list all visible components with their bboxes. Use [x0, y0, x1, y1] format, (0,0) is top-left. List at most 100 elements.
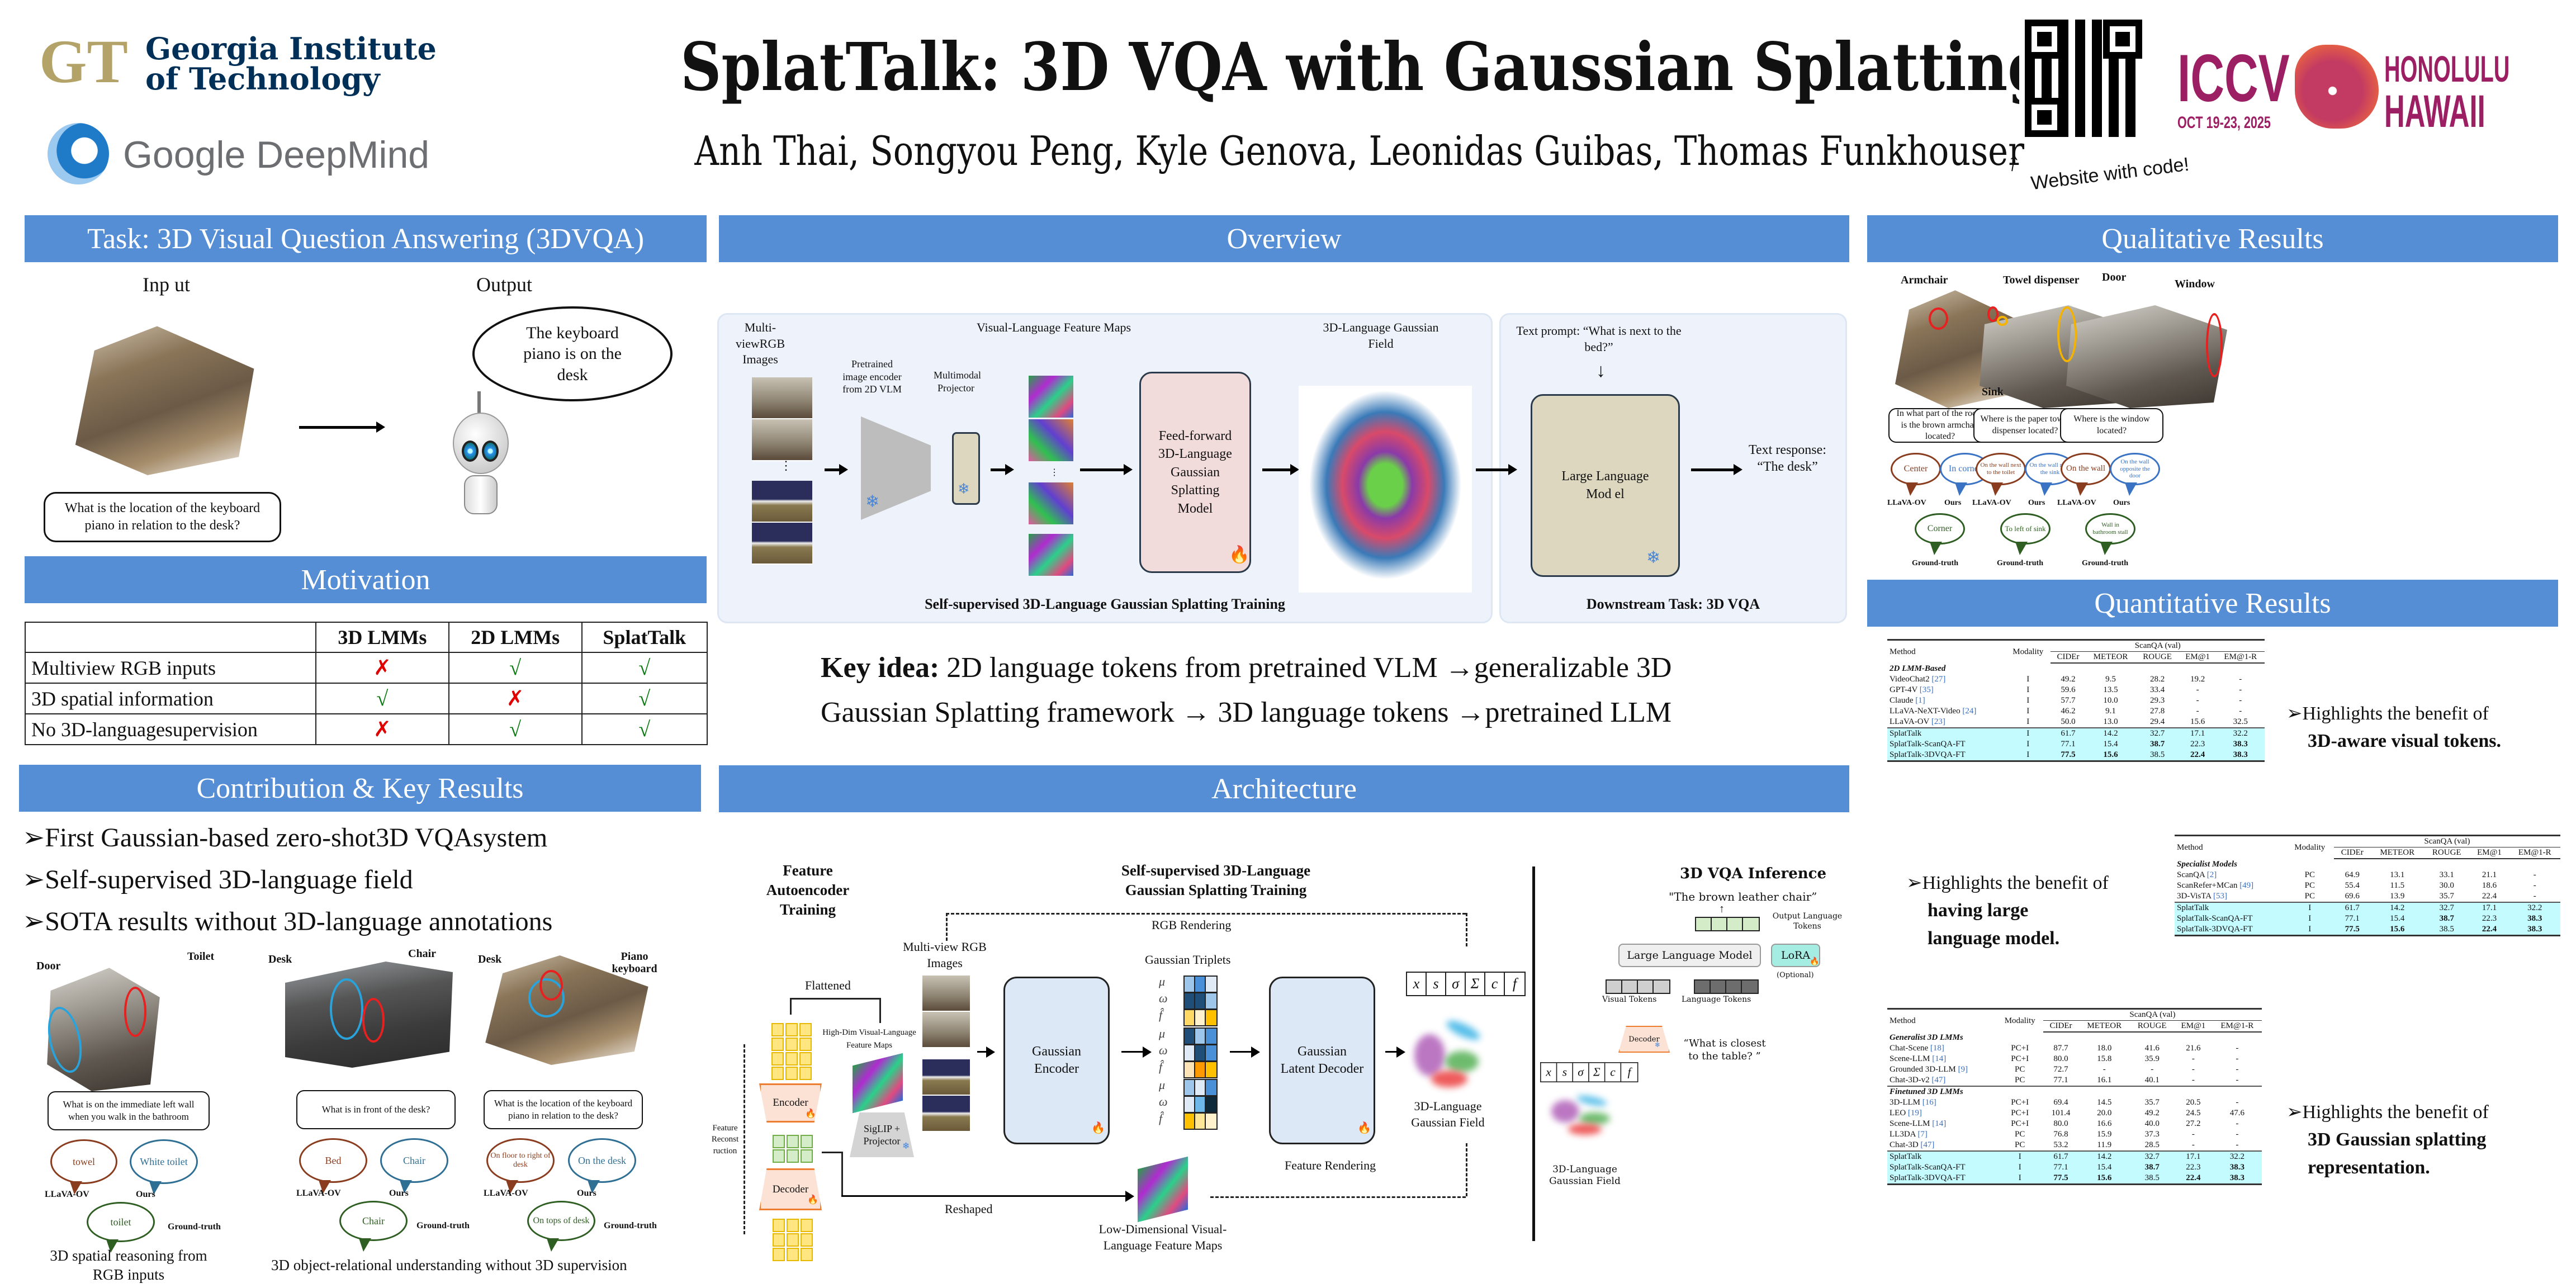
- flame-trainable-icon: 🔥: [807, 1194, 818, 1205]
- arch-feature-rendering: Feature Rendering: [1285, 1158, 1376, 1172]
- flame-trainable-icon: 🔥: [1357, 1121, 1371, 1134]
- ff-model-label: Feed-forward 3D-Language Gaussian Splatt…: [1158, 429, 1232, 516]
- overview-downstream-caption: Downstream Task: 3D VQA: [1586, 596, 1760, 612]
- citation-link[interactable]: [1]: [1915, 696, 1925, 705]
- lora-optional-label: (Optional): [1777, 971, 1814, 979]
- table-group-row: Specialist Models: [2177, 860, 2237, 869]
- col-dataset: ScanQA (val): [2043, 1008, 2262, 1021]
- contribution-bullet: ➢SOTA results without 3D-language annota…: [22, 907, 553, 936]
- vector-symbol: s: [1427, 973, 1446, 995]
- flow-arrow: [1080, 464, 1133, 475]
- contrib-label-desk: Desk: [268, 953, 292, 965]
- latent-token-column: [801, 1135, 813, 1164]
- triplet-cell-row: [1183, 976, 1218, 993]
- section-header-architecture: Architecture: [719, 765, 1849, 812]
- cross-icon: ✗: [315, 652, 449, 684]
- ellipsis-icon: ⋮: [780, 458, 792, 472]
- arch-flattened: Flattened: [805, 978, 851, 992]
- rgb-rendering-dashed-line: [1466, 913, 1467, 946]
- task-output-label: Output: [476, 273, 533, 296]
- citation-link[interactable]: [19]: [1907, 1109, 1922, 1117]
- col-modality: Modality: [2285, 835, 2334, 859]
- multiview-image-4: [752, 523, 812, 565]
- citation-link[interactable]: [24]: [1962, 707, 1977, 716]
- motivation-row: Multiview RGB inputs ✗ √ √: [25, 652, 708, 684]
- contrib-gt-label: Ground-truth: [416, 1221, 470, 1230]
- contrib-llava-bubble: On floor to right of desk: [486, 1138, 555, 1194]
- flow-arrow: [1476, 464, 1517, 475]
- citation-link[interactable]: [16]: [1922, 1098, 1936, 1107]
- citation-link[interactable]: [14]: [1932, 1119, 1947, 1128]
- col-metric: EM@1: [2179, 651, 2217, 664]
- qual-question-2: Where is the paper towel dispenser locat…: [1973, 408, 2077, 443]
- citation-link[interactable]: [14]: [1932, 1054, 1947, 1063]
- citation-link[interactable]: [23]: [1931, 717, 1945, 726]
- ae-decoder-label: Decoder: [772, 1183, 809, 1195]
- contrib-label-chair: Chair: [408, 948, 436, 960]
- visual-tokens-label: Visual Tokens: [1602, 995, 1657, 1004]
- inference-decoder-block: Decoder: [1618, 1026, 1670, 1053]
- gaussian-blob-purple: [1551, 1100, 1579, 1123]
- qual-label-window: Window: [2175, 278, 2215, 290]
- col-metric: ROUGE: [2135, 651, 2179, 664]
- qual-label-armchair: Armchair: [1901, 274, 1948, 286]
- task-answer-bubble: The keyboard piano is on the desk: [472, 306, 673, 401]
- reconstructed-token-column: [801, 1219, 813, 1262]
- contrib-gt-bubble: toilet: [87, 1202, 155, 1253]
- qr-code[interactable]: [2019, 14, 2148, 143]
- overview-encoder-label: Pretrained image encoder from 2D VLM: [842, 358, 902, 395]
- col-dataset: ScanQA (val): [2333, 835, 2560, 847]
- rgb-rendering-dashed-line: [946, 913, 948, 941]
- citation-link[interactable]: [35]: [1919, 685, 1934, 694]
- feature-map-2: [1029, 419, 1073, 461]
- qual-ours-label: Ours: [2113, 499, 2130, 507]
- triplet-cell-row: [1183, 1044, 1218, 1062]
- hibiscus-flower-icon: [2295, 45, 2379, 129]
- citation-link[interactable]: [27]: [1931, 675, 1946, 684]
- citation-link[interactable]: [7]: [1917, 1130, 1928, 1139]
- check-icon: √: [581, 683, 708, 714]
- contrib-gt-bubble: On tops of desk: [527, 1201, 595, 1252]
- citation-link[interactable]: [47]: [1920, 1140, 1935, 1149]
- note-3d-aware: ➢Highlights the benefit of 3D-aware visu…: [2286, 703, 2501, 752]
- arch-reshaped: Reshaped: [945, 1202, 993, 1216]
- gatech-line1: Georgia Institute: [145, 31, 437, 67]
- bullet-arrow-icon: ➢: [22, 823, 45, 853]
- contribution-bullet: ➢First Gaussian-based zero-shot3D VQAsys…: [22, 823, 548, 853]
- citation-link[interactable]: [49]: [2239, 881, 2254, 890]
- reshape-arrow: [841, 1191, 1134, 1202]
- qual-ours-label: Ours: [2028, 499, 2045, 507]
- qual-gt-bubble: Corner: [1915, 513, 1965, 555]
- robot-icon: [442, 391, 520, 525]
- contrib-ours-label: Ours: [577, 1188, 596, 1198]
- triplet-cell-row: [1183, 1096, 1218, 1113]
- citation-link[interactable]: [53]: [2213, 892, 2227, 901]
- bullet-arrow-icon: ➢: [2286, 703, 2303, 724]
- iccv-wordmark: ICCV: [2177, 41, 2290, 116]
- citation-link[interactable]: [18]: [1930, 1044, 1944, 1053]
- reconstructed-token-column: [773, 1219, 785, 1262]
- reshape-connector: [822, 1152, 841, 1153]
- vector-symbol: x: [1541, 1063, 1557, 1082]
- task-arrow: [299, 422, 385, 433]
- feature-token-column: [771, 1023, 784, 1081]
- key-idea-line2: Gaussian Splatting framework → 3D langua…: [821, 697, 1672, 728]
- col-metric: EM@1: [2174, 1020, 2213, 1033]
- latent-token-column: [787, 1135, 799, 1164]
- citation-link[interactable]: [2]: [2206, 870, 2217, 879]
- flow-arrow: [825, 464, 848, 475]
- citation-link[interactable]: [47]: [1931, 1076, 1946, 1085]
- citation-link[interactable]: [9]: [1958, 1065, 1968, 1074]
- arch-rgb-rendering: RGB Rendering: [1152, 918, 1232, 932]
- lora-block[interactable]: LoRA: [1771, 944, 1820, 967]
- contribution-bullet: ➢Self-supervised 3D-language field: [22, 865, 413, 894]
- triplet-cell-row: [1183, 1112, 1218, 1130]
